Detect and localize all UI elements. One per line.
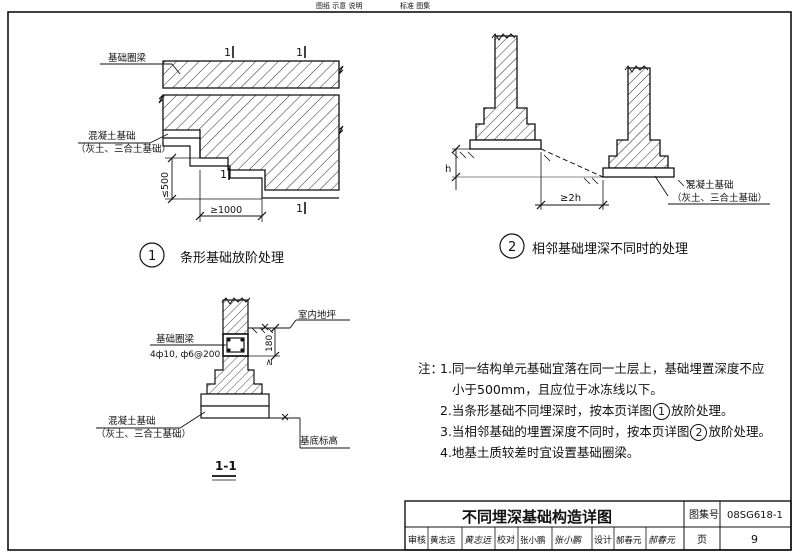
fig3-dim-180: 180 (265, 335, 275, 352)
figure-2-adjacent-foundations: h ≥2h 混凝土基础 （灰土、三合土基础） 2 相邻基础埋深不同时的处理 (445, 33, 770, 259)
notes-block: 注： 1.同一结构单元基础宜落在同一土层上，基础埋置深度不应 小于500mm，且… (418, 358, 778, 463)
atlas-label: 图集号 (689, 508, 719, 521)
top-mark-right: 标准 图集 (400, 1, 430, 10)
review-name: 黄志远 (430, 535, 456, 546)
page-number: 9 (751, 533, 758, 546)
design-name: 郝春元 (616, 535, 642, 546)
fig2-dim-h: h (445, 164, 451, 175)
fig3-section-title: 1-1 (215, 459, 237, 473)
fig3-floor-label: 室内地坪 (298, 309, 337, 321)
sheet-border (7, 11, 792, 551)
drawing-title: 不同埋深基础构造详图 (462, 508, 612, 526)
fig2-concrete-sub: （灰土、三合土基础） (672, 192, 767, 204)
fig2-number: 2 (508, 240, 516, 255)
notes-prefix: 注： (418, 361, 444, 376)
right-footing-base (602, 167, 675, 178)
fig3-rebar: 4ф10, ф6@200 (150, 350, 220, 360)
note-1: 注： 1.同一结构单元基础宜落在同一土层上，基础埋置深度不应 (418, 358, 778, 379)
right-footing (608, 67, 669, 169)
note-4: 4.地基土质较差时宜设置基础圈梁。 (440, 445, 640, 460)
fig2-concrete-label: 混凝土基础 (686, 179, 734, 191)
section-mark-1b: 1 (296, 46, 303, 59)
section-mark-1c: 1 (220, 168, 227, 181)
check-name: 张小鹏 (520, 535, 546, 546)
note-2b: 放阶处理。 (670, 403, 734, 418)
fig3-base-level: 基底标高 (300, 435, 338, 447)
fig1-concrete-label: 混凝土基础 (88, 130, 136, 142)
design-signature: 郝春元 (648, 535, 676, 546)
top-mark-left: 图纸 示意 说明 (316, 1, 362, 10)
fig3-concrete-sub: （灰土、三合土基础） (96, 428, 191, 440)
design-label: 设计 (594, 534, 612, 546)
left-footing (475, 35, 536, 141)
fig1-concrete-sub: （灰土、三合土基础） (76, 143, 171, 155)
check-label: 校对 (497, 534, 515, 546)
stepped-foundation-body (162, 94, 340, 191)
fig1-title: 条形基础放阶处理 (180, 250, 284, 266)
fig2-title: 相邻基础埋深不同时的处理 (532, 241, 688, 257)
note-1b: 小于500mm，且应位于冰冻线以下。 (452, 382, 663, 397)
section-mark-1d: 1 (296, 202, 303, 215)
fig1-dim-height: ≤500 (160, 172, 171, 198)
fig1-dim-step: ≥1000 (210, 205, 242, 216)
note-2a: 2.当条形基础不同埋深时，按本页详图 (440, 403, 652, 418)
figure-1-stepped-foundation: 1 1 1 1 基础圈梁 混凝土基础 （灰土、三合土基础） ≤500 ≥1000 (76, 46, 344, 268)
fig1-number: 1 (148, 249, 156, 264)
fig2-dim-2h: ≥2h (560, 193, 581, 204)
note-1a: 1.同一结构单元基础宜落在同一土层上，基础埋置深度不应 (440, 361, 765, 376)
left-footing-base (469, 139, 542, 150)
note-3-ref: 2 (690, 424, 708, 441)
page-label: 页 (697, 534, 707, 546)
review-signature: 黄志远 (464, 535, 492, 546)
check-signature: 张小鹏 (554, 535, 582, 546)
fig1-ring-beam-label: 基础圈梁 (108, 52, 147, 64)
figure-3-section-1-1: 室内地坪 180 ≥ 基础圈梁 4ф10, ф6@200 混凝土基础 （灰土、三… (96, 297, 350, 481)
note-2-ref: 1 (652, 403, 670, 420)
title-block: 不同埋深基础构造详图 图集号 08SG618-1 审核 黄志远 黄志远 校对 张… (404, 500, 792, 551)
note-3b: 放阶处理。 (708, 424, 771, 439)
ring-beam-band (162, 60, 340, 89)
fig3-concrete-label: 混凝土基础 (108, 415, 156, 427)
fig3-ring-beam-label: 基础圈梁 (156, 333, 195, 345)
fig3-dim-ge: ≥ (265, 358, 275, 366)
note-3a: 3.当相邻基础的埋置深度不同时，按本页详图 (440, 424, 690, 439)
review-label: 审核 (408, 534, 426, 546)
atlas-number: 08SG618-1 (727, 510, 783, 521)
section-mark-1a: 1 (224, 46, 231, 59)
